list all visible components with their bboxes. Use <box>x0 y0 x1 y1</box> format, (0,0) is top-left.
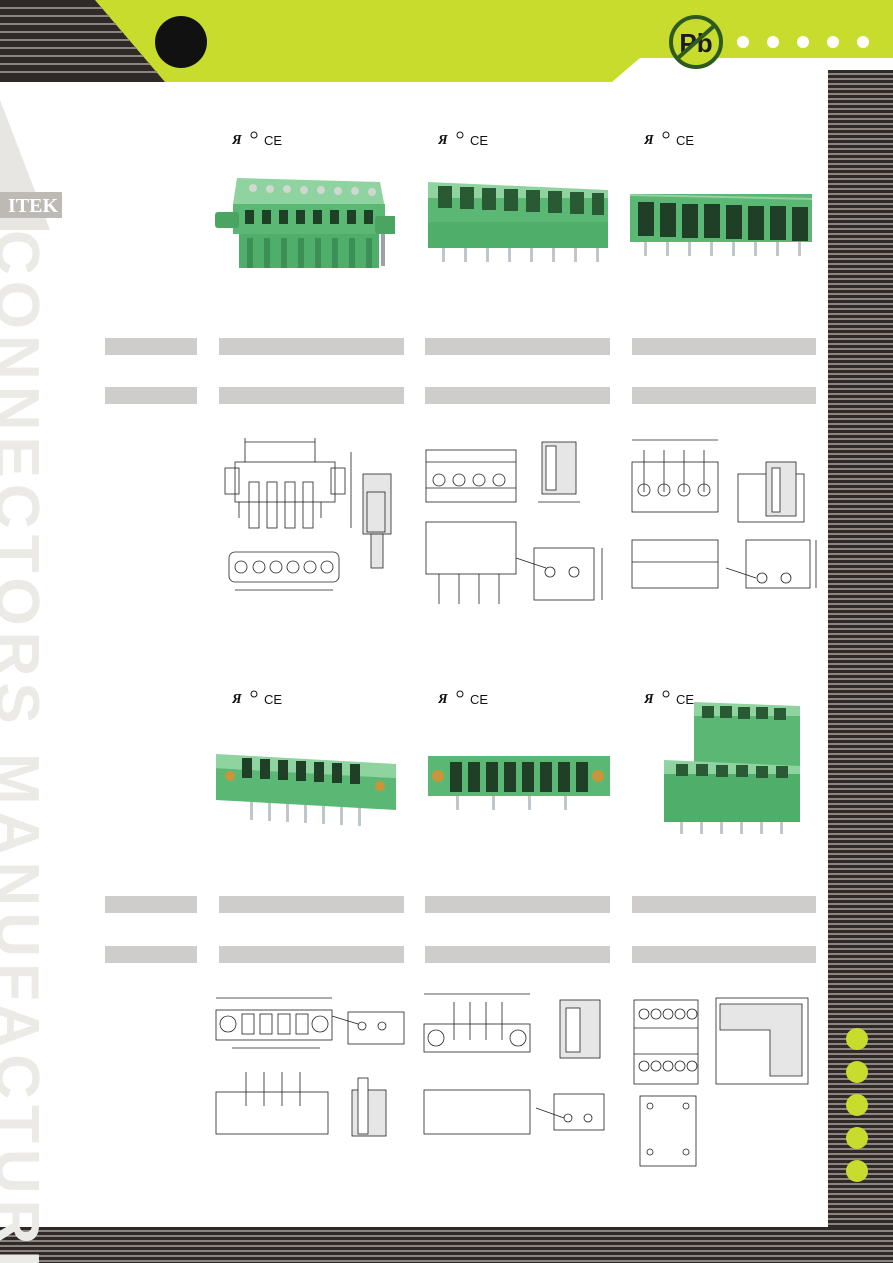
svg-text:CE: CE <box>264 692 282 706</box>
watermark: CONNECTORS MANUFACTURE <box>0 230 58 1263</box>
label-bar <box>632 387 816 404</box>
dot <box>767 36 779 48</box>
svg-text:CE: CE <box>264 133 282 147</box>
svg-text:Я: Я <box>232 133 242 147</box>
cert-marks: Я CE <box>232 131 284 147</box>
svg-text:CE: CE <box>676 692 694 706</box>
product-photo-2 <box>428 182 608 262</box>
svg-text:CE: CE <box>470 692 488 706</box>
svg-text:CE: CE <box>676 133 694 147</box>
cert-marks: Я CE <box>644 690 696 706</box>
label-bar <box>105 946 197 963</box>
green-dot <box>846 1028 868 1050</box>
bottom-stripe-band <box>0 1227 893 1263</box>
svg-text:Я: Я <box>644 692 654 706</box>
label-bar <box>632 338 816 355</box>
label-bar <box>425 896 610 913</box>
dot <box>827 36 839 48</box>
svg-text:Я: Я <box>644 133 654 147</box>
green-bullets <box>846 1028 868 1193</box>
label-bar <box>425 387 610 404</box>
cert-marks: Я CE <box>438 131 490 147</box>
dot <box>797 36 809 48</box>
pb-free-icon: Pb <box>669 15 723 69</box>
green-dot <box>846 1094 868 1116</box>
technical-drawing-5 <box>423 993 605 1135</box>
product-photo-4 <box>216 754 396 826</box>
label-bar <box>105 896 197 913</box>
technical-drawing-2 <box>425 441 603 604</box>
green-dot <box>846 1127 868 1149</box>
label-bar <box>219 387 404 404</box>
green-dot <box>846 1061 868 1083</box>
label-bar <box>105 387 197 404</box>
product-photo-3 <box>630 194 812 256</box>
product-photo-5 <box>428 756 610 810</box>
watermark-logo-text: ITEK <box>8 195 58 217</box>
label-bar <box>632 946 816 963</box>
svg-text:Я: Я <box>438 692 448 706</box>
label-bar <box>219 946 404 963</box>
label-bar <box>105 338 197 355</box>
watermark-text: CONNECTORS MANUFACTURE <box>0 230 51 1263</box>
cert-marks: Я CE <box>438 690 490 706</box>
technical-drawing-3 <box>631 439 817 589</box>
dot <box>737 36 749 48</box>
product-photo-1 <box>215 178 395 268</box>
label-bar <box>425 338 610 355</box>
label-bar <box>219 896 404 913</box>
technical-drawing-6 <box>633 997 809 1167</box>
dot <box>857 36 869 48</box>
svg-text:Я: Я <box>438 133 448 147</box>
watermark-logo: ITEK <box>0 100 62 230</box>
cert-marks: Я CE <box>232 690 284 706</box>
svg-text:Я: Я <box>232 692 242 706</box>
technical-drawing-1 <box>224 438 392 591</box>
top-banner <box>0 0 893 82</box>
technical-drawing-4 <box>215 997 405 1137</box>
label-bar <box>632 896 816 913</box>
green-dot <box>846 1160 868 1182</box>
label-bar <box>219 338 404 355</box>
cert-marks: Я CE <box>644 131 696 147</box>
product-photo-6 <box>664 702 800 834</box>
label-bar <box>425 946 610 963</box>
black-circle-icon <box>155 16 207 68</box>
svg-text:CE: CE <box>470 133 488 147</box>
page-dots <box>737 36 869 48</box>
